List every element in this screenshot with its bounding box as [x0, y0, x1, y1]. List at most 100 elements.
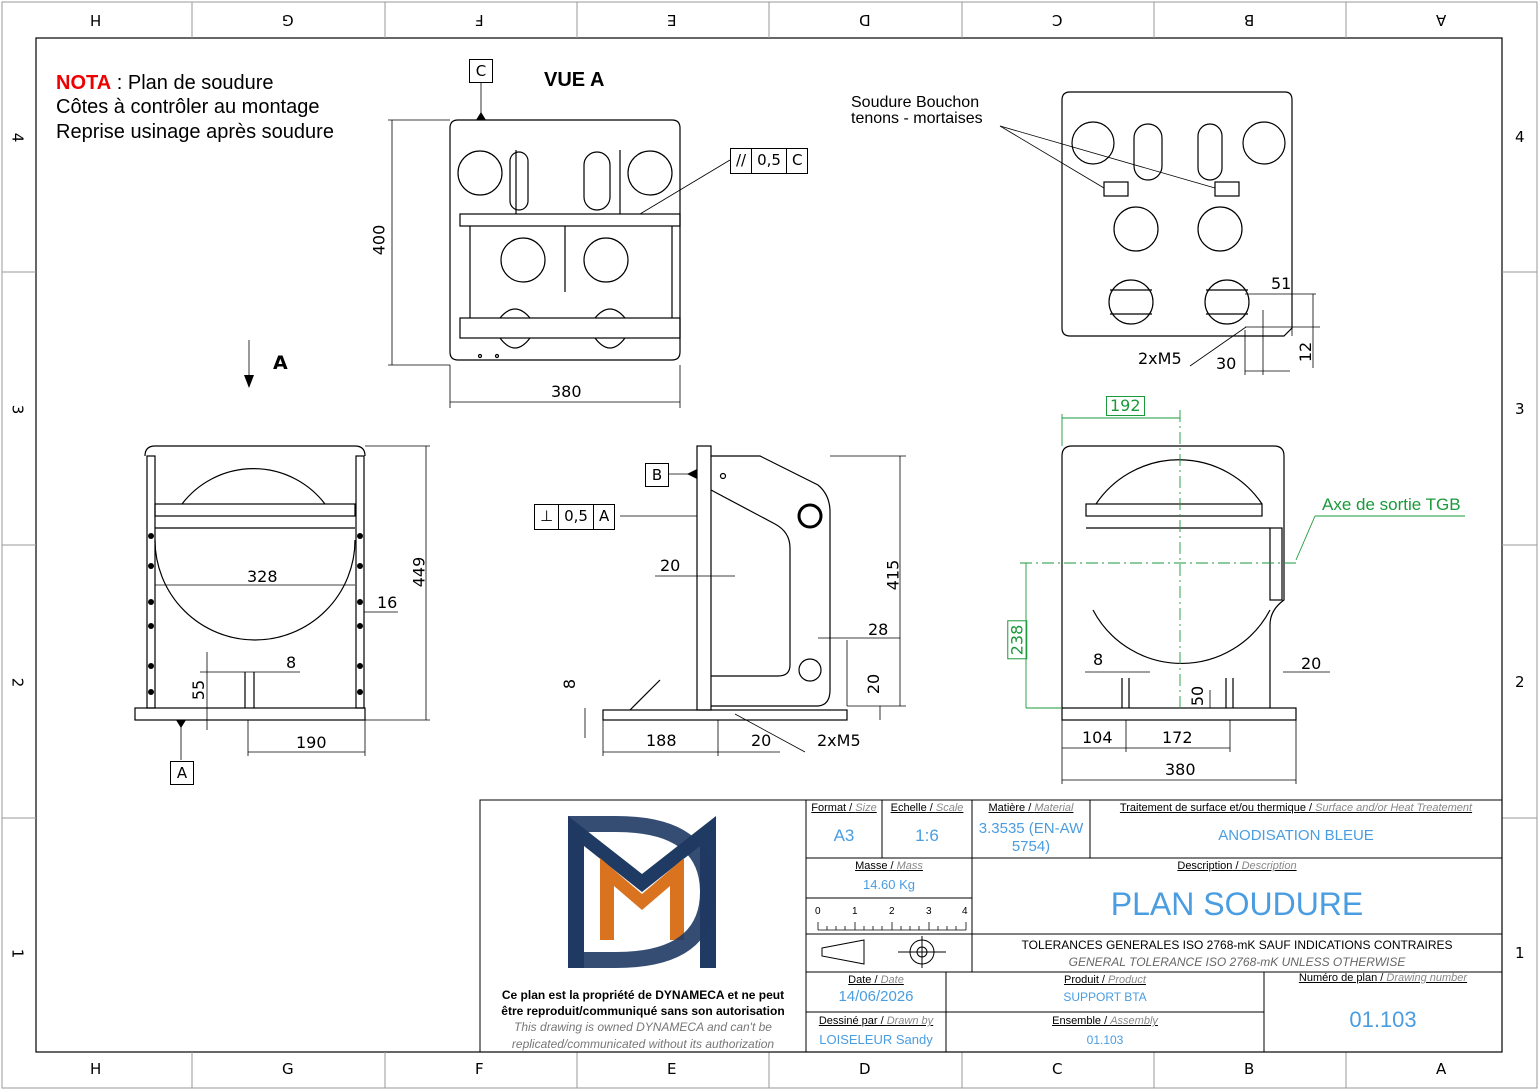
datum-b-box: B: [645, 463, 669, 487]
dim-104: 104: [1082, 728, 1113, 747]
view-side: [602, 445, 848, 721]
scale-bar-icon: [817, 922, 967, 931]
zone-col-h-bottom: H: [90, 1060, 102, 1078]
format-value: A3: [833, 826, 855, 845]
traitement-value: ANODISATION BLEUE: [1218, 827, 1374, 844]
dim-188: 188: [646, 731, 677, 750]
zone-col-c-top: C: [1052, 11, 1063, 29]
zone-col-b-bottom: B: [1244, 1060, 1255, 1078]
nota-line-3: Reprise usinage après soudure: [56, 121, 334, 143]
dim-2xm5-back: 2xM5: [1138, 349, 1182, 368]
dim-20-side-c: 20: [751, 731, 772, 750]
zone-col-g-top: G: [282, 11, 294, 29]
dim-2xm5-side: 2xM5: [817, 731, 861, 750]
dim-8-side: 8: [560, 678, 580, 690]
nota-text-1: : Plan de soudure: [111, 72, 274, 94]
nota-line-2: Côtes à contrôler au montage: [56, 96, 320, 118]
datum-a-box: A: [170, 761, 194, 785]
owner-en-2: replicated/communicated without its auth…: [511, 1037, 775, 1051]
perp-datum: A: [598, 507, 610, 525]
parallel-symbol: //: [731, 149, 753, 173]
zone-row-1-right: 1: [1515, 944, 1525, 962]
zone-row-3-left: 3: [8, 404, 27, 415]
zone-row-2-left: 2: [8, 677, 27, 688]
dim-30: 30: [1216, 354, 1237, 373]
zone-col-f-bottom: F: [475, 1060, 484, 1078]
tolerance-fr: TOLERANCES GENERALES ISO 2768-mK SAUF IN…: [1021, 938, 1453, 952]
masse-label: Masse / Mass: [855, 860, 923, 872]
zone-col-f-top: F: [475, 11, 484, 29]
zone-row-1-left: 1: [8, 948, 27, 959]
zone-col-c-bottom: C: [1052, 1060, 1063, 1078]
parallel-value: 0,5: [752, 149, 787, 173]
projection-symbol-icon: [821, 936, 946, 968]
masse-value: 14.60 Kg: [862, 877, 916, 892]
dim-20-right: 20: [1301, 654, 1322, 673]
title-block-grid: [479, 799, 1503, 1053]
dynameca-logo: [568, 816, 716, 968]
traitement-label: Traitement de surface et/ou thermique / …: [1119, 802, 1473, 814]
view-back: [1061, 91, 1293, 337]
scale-tick-1: 1: [852, 906, 858, 917]
owner-en-1: This drawing is owned DYNAMECA and can't…: [514, 1020, 772, 1034]
owner-fr-1: Ce plan est la propriété de DYNAMECA et …: [501, 988, 785, 1002]
dim-192: 192: [1106, 396, 1145, 416]
ensemble-value: 01.103: [1086, 1033, 1124, 1047]
dim-51: 51: [1271, 274, 1292, 293]
zone-col-e-bottom: E: [667, 1060, 677, 1078]
dessine-value: LOISELEUR Sandy: [819, 1032, 933, 1047]
echelle-value: 1:6: [915, 826, 939, 845]
echelle-label: Echelle / Scale: [890, 802, 964, 814]
zone-col-g-bottom: G: [282, 1060, 294, 1078]
dim-380-right: 380: [1165, 760, 1196, 779]
view-a-top: [449, 119, 681, 361]
vue-a-title: VUE A: [544, 69, 605, 91]
zone-col-d-bottom: D: [859, 1060, 871, 1078]
tolerance-parallel-frame: // 0,5 C: [730, 148, 809, 174]
dim-12: 12: [1296, 341, 1316, 363]
zone-col-h-top: H: [90, 11, 102, 29]
produit-label: Produit / Product: [1064, 974, 1146, 986]
perp-value: 0,5: [559, 505, 594, 529]
dim-449: 449: [409, 556, 429, 588]
zone-row-3-right: 3: [1515, 400, 1525, 418]
dim-20-side: 20: [660, 556, 681, 575]
produit-value: SUPPORT BTA: [1063, 990, 1147, 1004]
zone-col-a-bottom: A: [1436, 1060, 1447, 1078]
soudure-note-1: Soudure Bouchon: [851, 94, 980, 111]
perp-symbol: ⊥: [535, 505, 560, 529]
scale-tick-2: 2: [889, 906, 895, 917]
dim-20-side-b: 20: [864, 673, 884, 695]
scale-tick-0: 0: [815, 906, 821, 917]
zone-row-4-right: 4: [1515, 128, 1525, 146]
scale-tick-4: 4: [962, 906, 968, 917]
numero-label: Numéro de plan / Drawing number: [1298, 972, 1468, 984]
zone-col-b-top: B: [1244, 11, 1255, 29]
dim-380-top: 380: [551, 382, 582, 401]
matiere-value-1: 3.3535 (EN-AW: [978, 820, 1084, 837]
datum-c-box: C: [469, 59, 493, 83]
dim-8-right: 8: [1093, 650, 1104, 669]
dim-172: 172: [1162, 728, 1193, 747]
nota-prefix: NOTA: [56, 72, 112, 94]
dim-8-front: 8: [286, 653, 297, 672]
dessine-label: Dessiné par / Drawn by: [818, 1015, 934, 1027]
zone-row-2-right: 2: [1515, 673, 1525, 691]
dim-16: 16: [377, 593, 398, 612]
scale-tick-3: 3: [926, 906, 932, 917]
description-label: Description / Description: [1177, 860, 1297, 872]
format-label: Format / Size: [811, 802, 877, 814]
owner-fr-2: être reproduit/communiqué sans son autor…: [501, 1004, 785, 1018]
section-arrow-label: A: [273, 352, 288, 374]
dim-238: 238: [1007, 620, 1028, 660]
tolerance-en: GENERAL TOLERANCE ISO 2768-mK UNLESS OTH…: [1068, 955, 1406, 969]
zone-col-a-top: A: [1436, 11, 1447, 29]
dim-50: 50: [1188, 685, 1208, 707]
tolerance-perp-frame: ⊥ 0,5 A: [534, 504, 616, 530]
date-label: Date / Date: [848, 974, 904, 986]
date-value: 14/06/2026: [838, 988, 914, 1005]
view-right: [1061, 445, 1297, 721]
nota-line-1: NOTA : Plan de soudure: [56, 73, 274, 93]
parallel-datum: C: [791, 151, 803, 169]
